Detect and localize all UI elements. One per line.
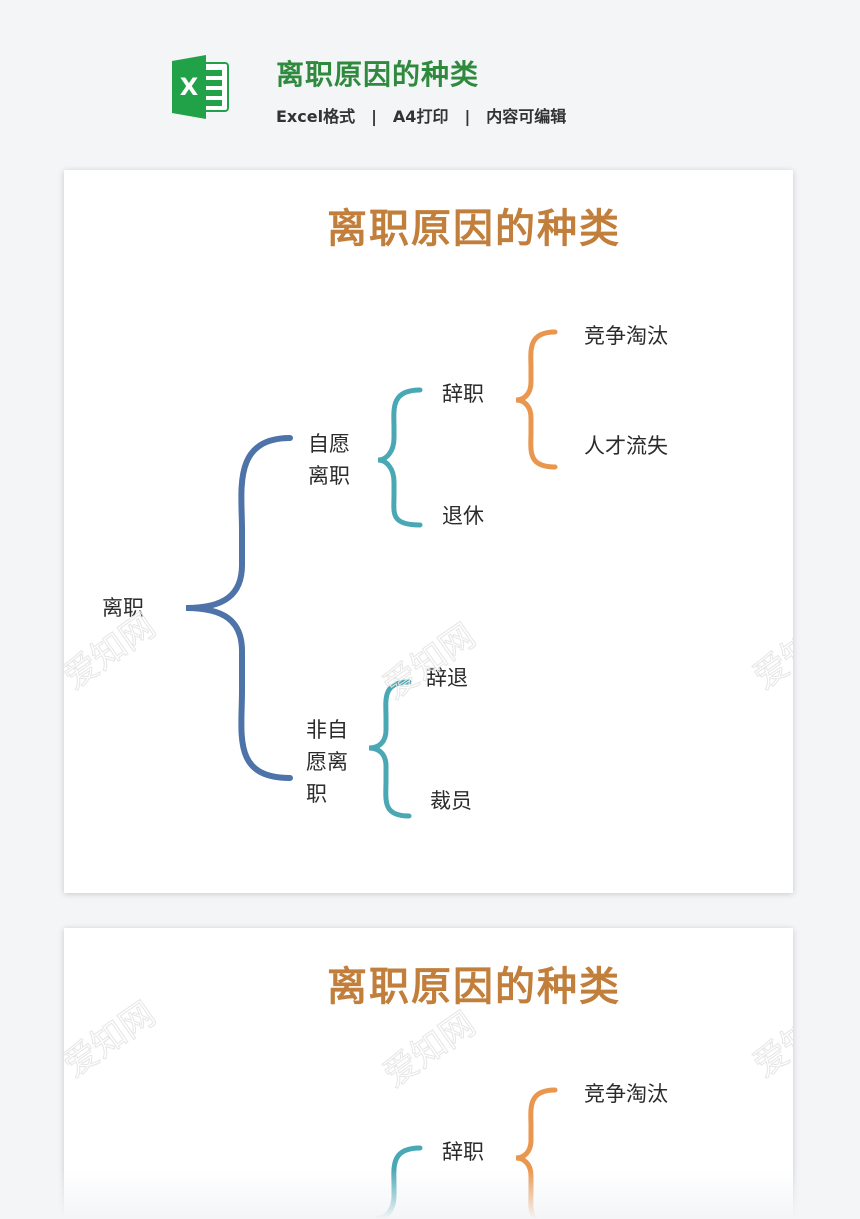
node-involuntary-line3: 职 [306,782,327,806]
document-title: 离职原因的种类 [327,205,621,252]
bottom-fade [0,1169,860,1219]
node-voluntary: 自愿 离职 [308,432,357,488]
page-header: X 离职原因的种类 Excel格式 | A4打印 | 内容可编辑 [0,0,860,150]
node-talent-loss: 人才流失 [584,434,668,458]
doc-meta: Excel格式 | A4打印 | 内容可编辑 [276,103,566,127]
node-root: 离职 [102,596,144,620]
node-competition: 竞争淘汰 [584,324,668,348]
meta-separator: | [464,107,471,126]
resign-brace [515,329,558,470]
meta-print: A4打印 [392,107,449,126]
node-involuntary-line2: 愿离 [306,750,348,774]
meta-editable: 内容可编辑 [486,107,567,126]
excel-icon: X [172,55,229,119]
watermark: 爱知网 [746,606,793,697]
page-title: 离职原因的种类 [276,58,480,91]
voluntary-brace [377,387,423,528]
mindmap-diagram: 离职原因的种类 离职 自愿 离职 非自 愿离 职 辞职 退休 竞争淘汰 人才流失… [64,205,793,819]
node-voluntary-line1: 自愿 [308,432,350,456]
meta-format: Excel格式 [276,107,356,126]
node-resign: 辞职 [442,382,484,406]
document-preview-page-1[interactable]: 离职原因的种类 离职 自愿 离职 非自 愿离 职 辞职 退休 竞争淘汰 人才流失… [64,170,793,893]
watermark: 爱知网 [746,994,793,1085]
node-dismissal: 辞退 [426,666,468,690]
mindmap-diagram-page-2: 离职原因的种类 竞争淘汰 辞职 爱知网 爱知网 爱知网 [64,963,793,1219]
watermark: 爱知网 [64,994,163,1085]
node-competition: 竞争淘汰 [584,1082,668,1106]
node-involuntary-line1: 非自 [306,718,348,742]
node-voluntary-line2: 离职 [308,464,350,488]
watermark: 爱知网 [376,1004,482,1095]
node-retire: 退休 [442,504,484,528]
node-resign: 辞职 [442,1140,484,1164]
watermark: 爱知网 [376,616,482,707]
node-layoff: 裁员 [430,789,472,813]
meta-separator: | [371,107,377,126]
root-brace [185,435,293,781]
node-involuntary: 非自 愿离 职 [306,718,355,806]
document-title: 离职原因的种类 [327,963,621,1010]
involuntary-brace [368,679,412,819]
excel-logo-letter: X [180,73,199,101]
